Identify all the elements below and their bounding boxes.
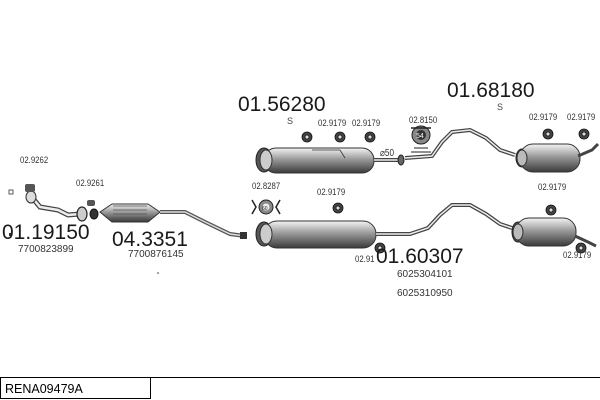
mount-icon-8 <box>374 242 386 254</box>
oem-front-pipe: 7700823899 <box>18 244 74 255</box>
mount-icon-4 <box>542 128 554 140</box>
pipe-diameter-label: ⌀50 <box>380 148 395 159</box>
reference-code: RENA09479A <box>5 382 83 396</box>
mount-icon-9 <box>575 242 587 254</box>
mount-icon-1 <box>301 131 313 143</box>
mount-icon-2 <box>334 131 346 143</box>
fitting-label-9179-e: 02.9179 <box>567 112 596 123</box>
mount-icon-3 <box>364 131 376 143</box>
catalytic-converter <box>99 203 247 239</box>
variant-rear-silencer: S <box>497 102 504 112</box>
front-pipe <box>25 190 81 218</box>
oem-catalytic-converter: 7700876145 <box>128 249 184 260</box>
small-marker-2 <box>9 233 12 236</box>
fitting-label-9261: 02.9261 <box>76 178 105 189</box>
middle-silencer <box>255 147 405 174</box>
fitting-label-9179-f: 02.9179 <box>538 182 567 193</box>
clamp-size-text: 54 <box>416 133 424 140</box>
clamp-size-small-text: 60 <box>262 206 268 212</box>
fitting-label-9179-b: 02.9179 <box>318 118 347 129</box>
flange-icon-front <box>76 206 99 222</box>
part-number-catalytic-converter: 04.3351 <box>112 228 188 251</box>
dot-marker <box>157 272 159 274</box>
reference-box: RENA09479A <box>0 377 151 399</box>
fitting-label-9179-g: 02.9179 <box>563 250 592 261</box>
part-number-front-pipe: 01.19150 <box>2 221 90 244</box>
part-number-middle-silencer: 01.56280 <box>238 93 326 116</box>
variant-middle-silencer: S <box>287 116 294 126</box>
mount-icon-6 <box>332 202 344 214</box>
gasket-icon-9262 <box>25 184 35 192</box>
frame-divider <box>0 377 600 378</box>
fitting-label-9179-a: 02.9179 <box>317 187 346 198</box>
gasket-icon-9261 <box>87 200 95 206</box>
fitting-label-9179-d: 02.9179 <box>529 112 558 123</box>
fitting-label-9262: 02.9262 <box>20 155 49 166</box>
lower-silencer-front <box>255 203 513 249</box>
part-number-silencer-assembly: 01.60307 <box>376 245 464 268</box>
mount-icon-7 <box>545 204 557 216</box>
lower-silencer-rear <box>511 217 597 248</box>
oem-silencer-assembly-2: 6025310950 <box>397 288 453 299</box>
clamp-icon-8150 <box>411 125 431 153</box>
clamp-icon-8287 <box>251 199 281 215</box>
fitting-label-9179-h: 02.91 <box>355 254 375 265</box>
small-marker <box>8 189 14 195</box>
mount-icon-5 <box>578 128 590 140</box>
oem-silencer-assembly-1: 6025304101 <box>397 269 453 280</box>
fitting-label-9179-c: 02.9179 <box>352 118 381 129</box>
fitting-label-8150: 02.8150 <box>409 115 438 126</box>
part-number-rear-silencer: 01.68180 <box>447 79 535 102</box>
fitting-label-8287: 02.8287 <box>252 181 281 192</box>
rear-silencer-upper <box>404 127 600 173</box>
